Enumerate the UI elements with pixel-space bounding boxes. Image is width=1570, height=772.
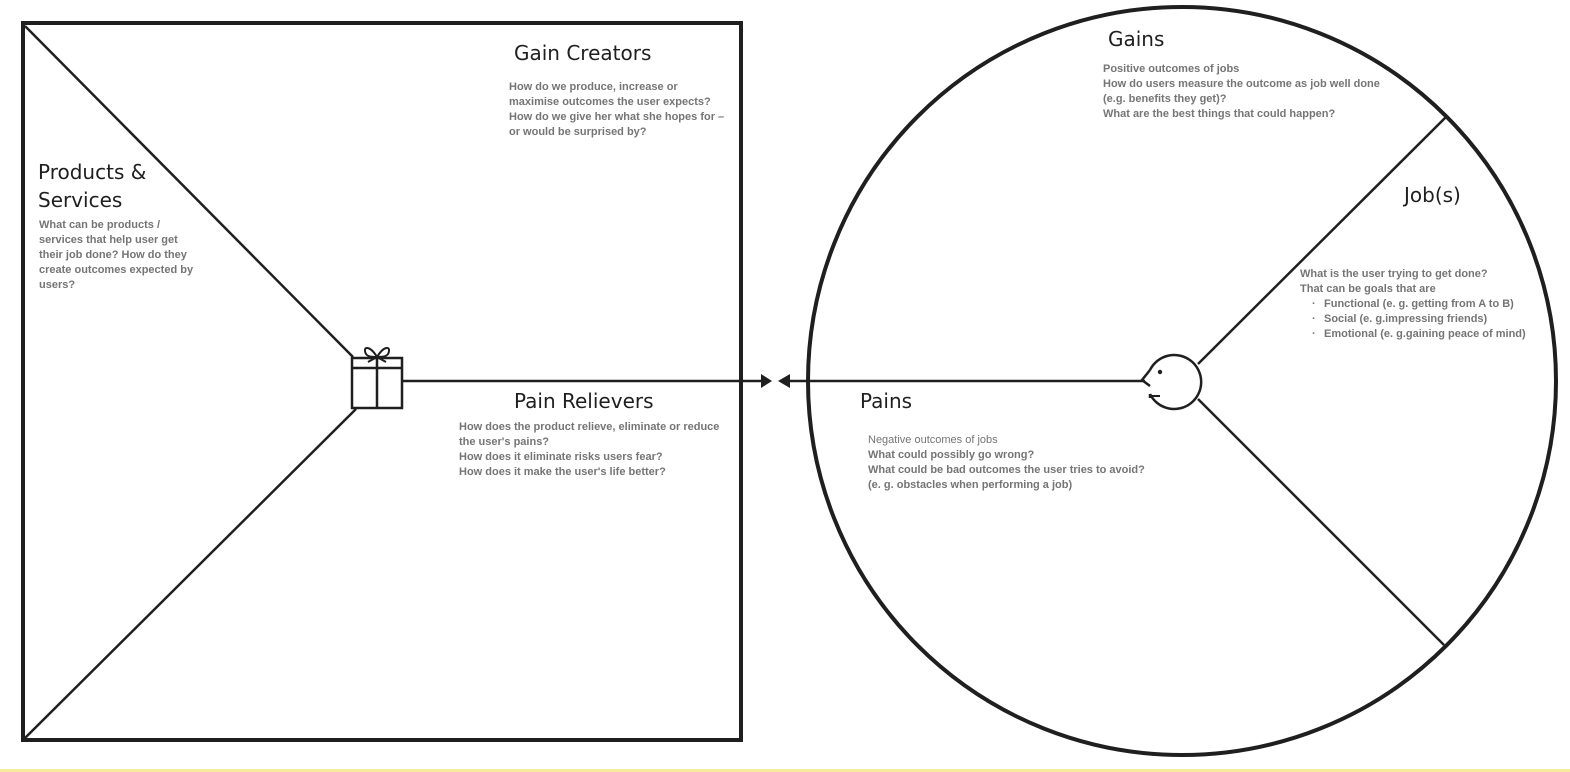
gains-description: Positive outcomes of jobs How do users m…: [1103, 62, 1380, 122]
products-services-line: their job done? How do they: [39, 249, 187, 261]
face-icon: [1140, 353, 1203, 411]
products-services-line: services that help user get: [39, 234, 178, 246]
jobs-divider-upper-line: [1197, 116, 1447, 365]
products-services-line: users?: [39, 279, 76, 291]
pains-title: Pains: [860, 389, 913, 413]
jobs-bullet-list: Functional (e. g. getting from A to B) S…: [1300, 297, 1526, 342]
gain-creators-title: Gain Creators: [514, 41, 652, 65]
jobs-section: Job(s): [1404, 181, 1461, 209]
pain-relievers-title: Pain Relievers: [514, 389, 654, 413]
gift-icon: [350, 347, 404, 410]
products-services-title-line1: Products &: [38, 160, 147, 184]
products-services-line: What can be products /: [39, 219, 161, 231]
pains-section: Pains: [860, 387, 912, 415]
pain-relievers-description: How does the product relieve, eliminate …: [459, 420, 719, 480]
jobs-description: What is the user trying to get done? Tha…: [1300, 267, 1526, 342]
gains-section: Gains: [1108, 25, 1164, 53]
gain-creators-description: How do we produce, increase or maximise …: [509, 80, 724, 140]
gain-creators-line: How do we produce, increase or: [509, 81, 678, 93]
pain-relievers-line: How does it make the user's life better?: [459, 466, 666, 478]
jobs-bullet-item: Functional (e. g. getting from A to B): [1312, 297, 1526, 312]
gain-creators-line: How do we give her what she hopes for –: [509, 111, 725, 123]
products-services-section: Products & Services: [38, 158, 146, 214]
jobs-title: Job(s): [1404, 183, 1461, 207]
gains-line: How do users measure the outcome as job …: [1103, 78, 1380, 90]
pain-relievers-line: the user's pains?: [459, 436, 550, 448]
pains-line: What could possibly go wrong?: [868, 449, 1035, 461]
gains-line: (e.g. benefits they get)?: [1103, 93, 1227, 105]
diagonal-lower-line: [24, 408, 357, 739]
products-services-description: What can be products / services that hel…: [39, 218, 193, 293]
jobs-bullet-item: Emotional (e. g.gaining peace of mind): [1312, 327, 1526, 342]
products-services-title-line2: Services: [38, 188, 123, 212]
arrow-right-icon: [761, 374, 772, 388]
pain-relievers-line: How does the product relieve, eliminate …: [459, 421, 720, 433]
diagonal-upper-line: [24, 25, 354, 358]
pain-relievers-section: Pain Relievers: [514, 387, 654, 415]
pains-description: Negative outcomes of jobs What could pos…: [868, 433, 1145, 493]
gains-line: What are the best things that could happ…: [1103, 108, 1336, 120]
gain-creators-line: or would be surprised by?: [509, 126, 647, 138]
pains-lead-line: Negative outcomes of jobs: [868, 434, 998, 446]
jobs-line: That can be goals that are: [1300, 283, 1436, 295]
gain-creators-line: maximise outcomes the user expects?: [509, 96, 711, 108]
jobs-line: What is the user trying to get done?: [1300, 268, 1488, 280]
jobs-bullet-item: Social (e. g.impressing friends): [1312, 312, 1526, 327]
pains-line: What could be bad outcomes the user trie…: [868, 464, 1145, 476]
gains-line: Positive outcomes of jobs: [1103, 63, 1240, 75]
pain-relievers-line: How does it eliminate risks users fear?: [459, 451, 663, 463]
gain-creators-section: Gain Creators: [514, 39, 651, 67]
products-services-line: create outcomes expected by: [39, 264, 194, 276]
arrow-left-icon: [778, 374, 790, 388]
pains-line: (e. g. obstacles when performing a job): [868, 479, 1073, 491]
bottom-highlight-strip: [0, 769, 1570, 772]
gains-title: Gains: [1108, 27, 1165, 51]
jobs-divider-lower-line: [1197, 398, 1445, 646]
